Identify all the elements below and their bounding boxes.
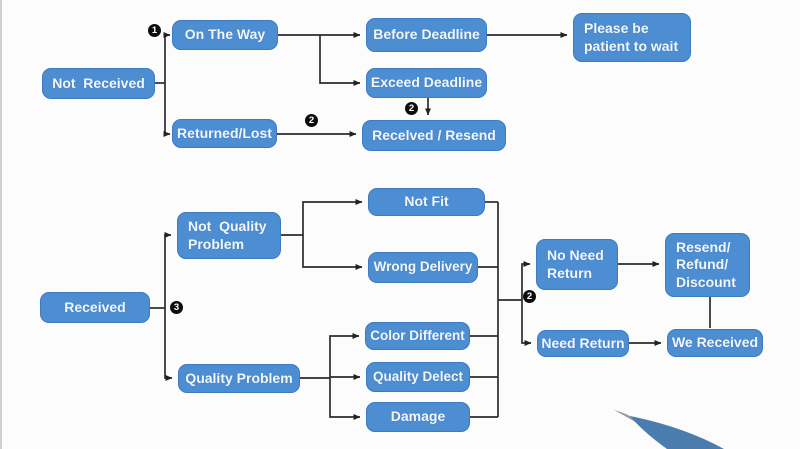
node-label: Not Quality Problem [188,218,267,252]
node-color-different: Color Different [365,322,470,350]
connector-lines [150,32,711,420]
node-label: Resend/ Refund/ Discount [676,239,736,290]
node-label: We Received [671,334,759,351]
node-received-resend: Recelved / Resend [362,120,506,151]
node-we-received: We Received [667,329,763,357]
node-not-fit: Not Fit [368,188,485,216]
node-label: Not Received [52,74,145,91]
node-returned-lost: Returned/Lost [172,119,277,148]
node-quality-problem: Quality Problem [178,364,300,393]
node-on-the-way: On The Way [172,20,278,50]
node-label: Damage [390,408,446,425]
circled-2-icon: 2 [523,290,536,303]
node-label: Received [64,298,126,315]
node-resend-refund-discount: Resend/ Refund/ Discount [665,233,750,297]
node-label: Before Deadline [373,26,480,43]
swoosh-tip [614,410,637,423]
node-label: Quality Delect [372,368,464,384]
node-no-need-return: No Need Return [536,239,618,290]
node-label: On The Way [184,26,266,43]
node-label: Please be patient to wait [584,20,679,54]
node-wrong-delivery: Wrong Delivery [368,252,478,283]
swoosh-decoration [630,416,724,449]
node-label: Not Fit [404,193,449,210]
node-received: Received [40,292,150,323]
node-label: No Need Return [547,247,604,281]
node-not-quality-problem: Not Quality Problem [177,212,281,259]
node-quality-delect: Quality Delect [366,362,470,392]
node-label: Need Return [541,334,625,351]
circled-3-icon: 3 [170,301,183,314]
node-label: Recelved / Resend [372,126,496,143]
node-please-wait: Please be patient to wait [573,13,691,62]
circled-1-icon: 1 [148,24,161,37]
node-label: Quality Problem [185,369,293,386]
node-before-deadline: Before Deadline [366,18,487,52]
node-label: Wrong Delivery [373,259,473,275]
node-need-return: Need Return [537,330,629,357]
node-label: Returned/Lost [177,124,272,141]
node-label: Exceed Deadline [370,74,483,91]
node-label: Color Different [370,327,465,343]
node-exceed-deadline: Exceed Deadline [366,68,487,98]
circled-2-icon: 2 [405,102,418,115]
node-damage: Damage [366,402,470,432]
circled-2-icon: 2 [305,114,318,127]
left-edge-shade [0,0,2,449]
node-not-received: Not Received [42,68,155,99]
